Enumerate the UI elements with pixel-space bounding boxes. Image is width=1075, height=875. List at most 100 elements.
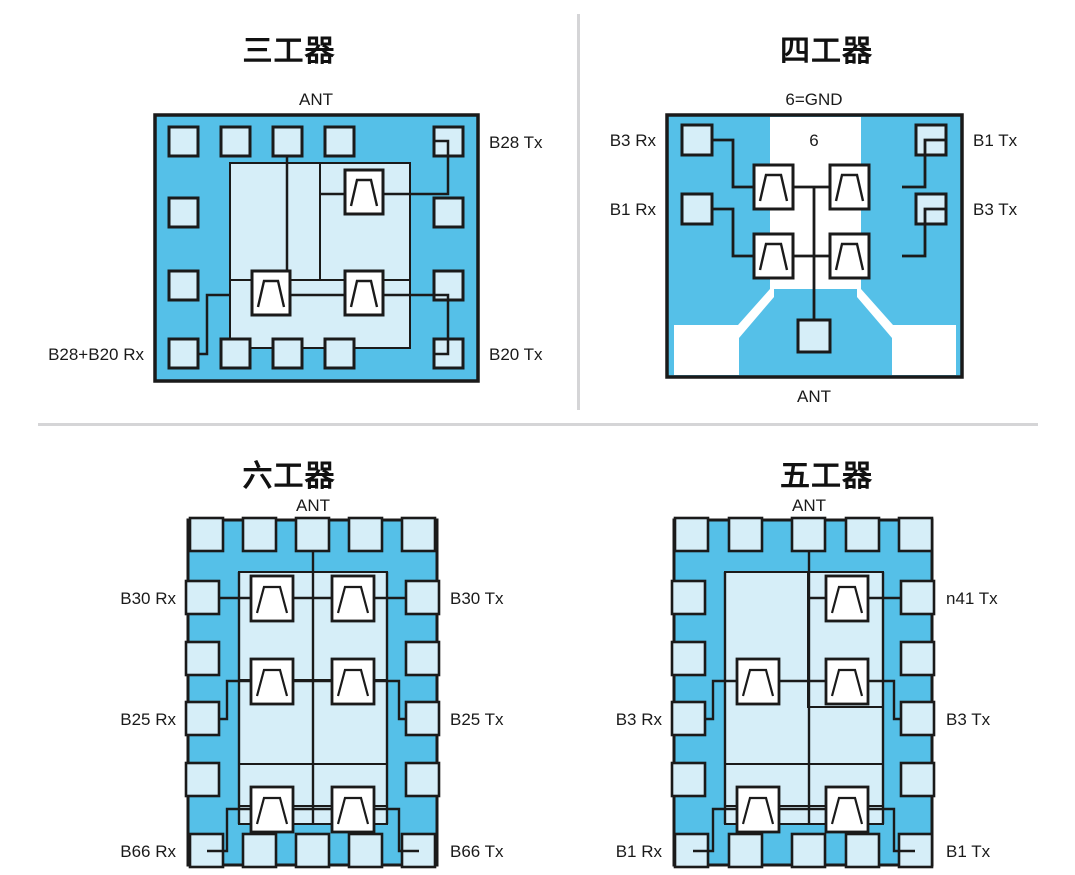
pentaplexer-label-b1tx: B1 Tx [946, 842, 991, 861]
pad [167, 196, 200, 229]
hexaplexer-pads-top [188, 516, 437, 553]
triplexer-ant-label: ANT [299, 90, 333, 109]
panel-quadplexer: 四工器 6=GND 6 [578, 0, 1075, 424]
hexaplexer-pads-bottom [188, 832, 437, 869]
filter-symbol [828, 163, 871, 211]
quadplexer-label-b1tx: B1 Tx [973, 131, 1018, 150]
pentaplexer-label-b3rx: B3 Rx [616, 710, 663, 729]
filter-symbol [343, 269, 385, 317]
panel-pentaplexer: 五工器 ANT [578, 424, 1075, 875]
pentaplexer-pads-left [670, 579, 707, 798]
pentaplexer-diagram: ANT [616, 496, 998, 869]
panel-title-quadplexer: 四工器 [780, 34, 873, 69]
pad [727, 832, 764, 869]
filter-symbol [735, 657, 781, 706]
hexaplexer-label-b25rx: B25 Rx [120, 710, 176, 729]
hexaplexer-filters [249, 574, 376, 834]
pad-ant [271, 125, 304, 158]
pentaplexer-pads-top [673, 516, 934, 553]
panel-title-hexaplexer: 六工器 [242, 459, 336, 494]
pad [727, 516, 764, 553]
pad [184, 761, 221, 798]
pad [404, 640, 441, 677]
pad-b3rx [680, 123, 714, 157]
quadplexer-label-b3tx: B3 Tx [973, 200, 1018, 219]
hexaplexer-label-b66tx: B66 Tx [450, 842, 504, 861]
pad [670, 640, 707, 677]
horizontal-divider [38, 423, 1038, 426]
pentaplexer-label-n41tx: n41 Tx [946, 589, 998, 608]
pentaplexer-label-b1rx: B1 Rx [616, 842, 663, 861]
pad [670, 761, 707, 798]
quadplexer-label-b1rx: B1 Rx [610, 200, 657, 219]
quadplexer-inner-label: 6 [809, 131, 818, 150]
filter-symbol [249, 657, 295, 706]
pentaplexer-label-b3tx: B3 Tx [946, 710, 991, 729]
quadplexer-gnd-label: 6=GND [785, 90, 842, 109]
hexaplexer-label-b30tx: B30 Tx [450, 589, 504, 608]
pad [844, 516, 881, 553]
quadplexer-filters [752, 163, 871, 280]
filter-symbol [330, 657, 376, 706]
pad [790, 832, 827, 869]
pad-b28b20rx [167, 337, 200, 370]
hexaplexer-label-b66rx: B66 Rx [120, 842, 176, 861]
pad [670, 579, 707, 616]
pentaplexer-filters [735, 574, 870, 834]
pad [184, 640, 221, 677]
pad [219, 125, 252, 158]
quadplexer-pads [680, 123, 948, 354]
hexaplexer-label-b25tx: B25 Tx [450, 710, 504, 729]
panel-title-triplexer: 三工器 [242, 34, 336, 69]
pad [897, 516, 934, 553]
pentaplexer-ant-label: ANT [792, 496, 826, 515]
pad-b25tx [404, 700, 441, 737]
pad [241, 516, 278, 553]
hexaplexer-pads-right [404, 579, 441, 798]
filter-symbol [824, 574, 870, 623]
pad-b3tx [899, 700, 936, 737]
quadplexer-ant-label: ANT [797, 387, 831, 406]
pad [219, 337, 252, 370]
hexaplexer-ant-label: ANT [296, 496, 330, 515]
filter-symbol [343, 168, 385, 216]
panel-title-pentaplexer: 五工器 [780, 459, 873, 494]
pad [323, 125, 356, 158]
filter-symbol [249, 785, 295, 834]
panel-hexaplexer: 六工器 ANT [0, 424, 578, 875]
filter-symbol [752, 232, 795, 280]
pad [347, 832, 384, 869]
pad [167, 125, 200, 158]
pad [188, 516, 225, 553]
filter-symbol [752, 163, 795, 211]
pad-b30rx [184, 579, 221, 616]
pad-ant [796, 318, 832, 354]
hexaplexer-traces [207, 551, 419, 853]
triplexer-diagram: ANT [48, 90, 543, 383]
triplexer-filters [250, 168, 385, 317]
hexaplexer-diagram: ANT [120, 496, 504, 869]
pad [432, 196, 465, 229]
pad [404, 761, 441, 798]
pentaplexer-pads-right [899, 579, 936, 798]
triplexer-label-b28b20rx: B28+B20 Rx [48, 345, 144, 364]
filter-symbol [828, 232, 871, 280]
pad [673, 516, 710, 553]
pad [294, 832, 331, 869]
filter-symbol [330, 574, 376, 623]
quadplexer-label-b3rx: B3 Rx [610, 131, 657, 150]
pad [844, 832, 881, 869]
pad-b25rx [184, 700, 221, 737]
vertical-divider [577, 14, 580, 410]
pad [899, 640, 936, 677]
pad-b1rx [680, 192, 714, 226]
pentaplexer-traces [693, 551, 915, 853]
triplexer-label-b20tx: B20 Tx [489, 345, 543, 364]
pad [899, 761, 936, 798]
hexaplexer-pads-left [184, 579, 221, 798]
quadplexer-diagram: 6=GND 6 [610, 90, 1018, 406]
filter-symbol [735, 785, 781, 834]
filter-symbol [330, 785, 376, 834]
pad [167, 269, 200, 302]
